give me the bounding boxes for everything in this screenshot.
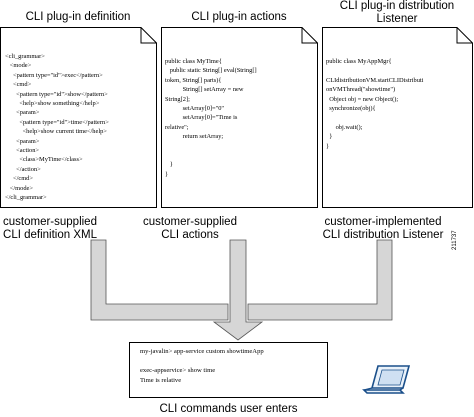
document-listener-outline — [322, 27, 473, 208]
caption-listener-line2: CLI distribution Listener — [322, 229, 444, 241]
terminal-line-4: Time is relative — [140, 377, 182, 384]
arrow-left-branch — [90, 239, 229, 321]
code-actions: public class MyTime{ public static Strin… — [165, 58, 257, 178]
terminal-line-1: my-javalin> app-service custom showtimeA… — [140, 348, 264, 355]
document-fold — [456, 27, 473, 44]
document-definition-outline — [0, 27, 157, 208]
laptop-icon — [362, 365, 411, 394]
document-fold — [140, 27, 157, 44]
caption-definition-line1: customer-supplied — [3, 216, 97, 228]
arrow-right-branch — [247, 239, 393, 321]
terminal-caption: CLI commands user enters — [159, 403, 298, 415]
caption-definition-line2: CLI definition XML — [3, 229, 97, 241]
document-actions-outline — [161, 27, 318, 208]
caption-listener-line1: customer-implemented — [324, 216, 442, 228]
code-definition-xml: <cli_grammar> <mode> <pattern type="id">… — [5, 53, 109, 202]
column-title-actions: CLI plug-in actions — [191, 11, 287, 23]
terminal-line-3: exec-appservice> show time — [140, 367, 216, 374]
caption-actions-line2: CLI actions — [161, 229, 219, 241]
terminal-box — [129, 342, 328, 398]
figure-id: 211737 — [452, 230, 458, 250]
column-title-definition: CLI plug-in definition — [25, 11, 131, 23]
document-fold — [301, 27, 318, 44]
column-title-listener: CLI plug-in distribution Listener — [339, 0, 455, 25]
caption-actions-line1: customer-supplied — [143, 216, 237, 228]
flow-arrows — [90, 239, 393, 341]
arrow-center — [212, 239, 264, 341]
code-listener: public class MyAppMgr{ CLIdistributionVM… — [326, 58, 424, 150]
